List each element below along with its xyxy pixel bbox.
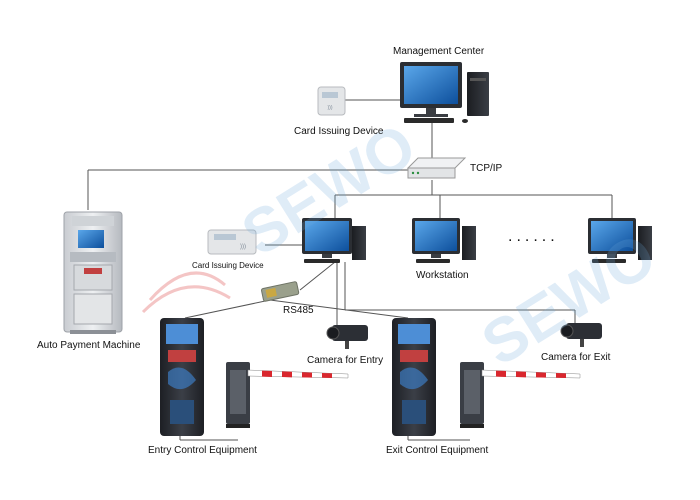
label-workstation: Workstation (416, 270, 469, 281)
watermark-swoosh (141, 271, 231, 314)
label-tcp-ip: TCP/IP (470, 163, 503, 174)
management-center-pc (400, 62, 489, 123)
entry-barrier-gate (226, 362, 349, 428)
label-card-issuing-top: Card Issuing Device (294, 126, 384, 137)
label-camera-for-entry: Camera for Entry (307, 355, 384, 366)
exit-barrier-gate (460, 362, 581, 428)
label-more-workstations: ...... (508, 228, 559, 245)
line-ws1-to-rs485 (299, 261, 336, 291)
label-exit-control-equipment: Exit Control Equipment (386, 445, 489, 456)
rs485-converter (261, 281, 300, 302)
line-rs485-to-exit (269, 299, 409, 319)
label-entry-control-equipment: Entry Control Equipment (148, 445, 257, 456)
label-rs485: RS485 (283, 305, 314, 316)
label-camera-for-exit: Camera for Exit (541, 352, 611, 363)
label-card-issuing-middle: Card Issuing Device (192, 261, 264, 270)
card-issuing-device-middle: ))) (207, 229, 257, 255)
label-auto-payment-machine: Auto Payment Machine (37, 340, 141, 351)
line-rs485-to-entry (184, 299, 271, 319)
camera-for-entry (326, 325, 368, 349)
exit-control-terminal (392, 318, 436, 436)
auto-payment-machine (63, 211, 123, 334)
tcp-ip-switch (406, 157, 467, 179)
entry-control-terminal (160, 318, 204, 436)
card-issuing-device-top: ))) (317, 86, 346, 116)
svg-text:))): ))) (240, 244, 246, 250)
connection-lines (87, 99, 613, 441)
workstation-pc-middle (412, 218, 476, 263)
label-management-center: Management Center (393, 46, 485, 57)
workstation-pc-main (302, 218, 366, 263)
svg-text:))): ))) (328, 105, 333, 111)
camera-for-exit (560, 323, 602, 347)
workstation-pc-right (588, 218, 652, 263)
